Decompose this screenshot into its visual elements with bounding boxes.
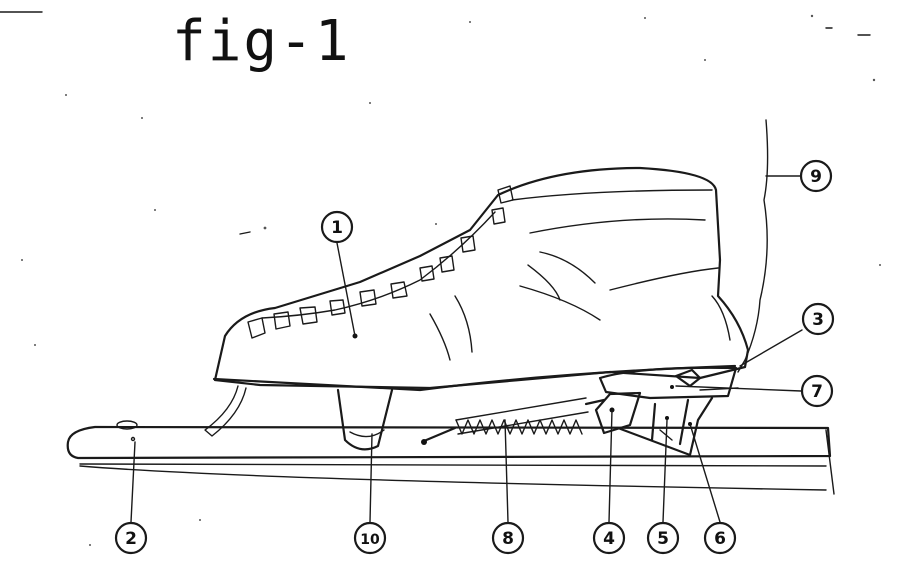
- callout-8: 8: [491, 521, 525, 555]
- callout-8-label: 8: [502, 529, 514, 549]
- hinge-mechanism: [594, 366, 739, 457]
- leader-lines: [130, 175, 803, 523]
- callout-10: 10: [353, 521, 387, 555]
- callout-2-label: 2: [125, 529, 137, 549]
- callout-1-label: 1: [331, 218, 343, 238]
- callout-3: 3: [801, 302, 835, 336]
- tension-spring: [421, 397, 606, 445]
- callout-4-label: 4: [603, 529, 615, 549]
- callout-9: 9: [799, 159, 833, 193]
- skate-blade: [66, 420, 835, 495]
- callout-1: 1: [320, 210, 354, 244]
- callout-2: 2: [114, 521, 148, 555]
- toe-strap: [204, 385, 247, 437]
- callout-7: 7: [800, 374, 834, 408]
- control-cable: [737, 119, 769, 373]
- callout-7-label: 7: [811, 382, 823, 402]
- callout-6-label: 6: [714, 529, 726, 549]
- callout-4: 4: [592, 521, 626, 555]
- figure-title: fig-1: [172, 9, 351, 74]
- callout-6: 6: [703, 521, 737, 555]
- callout-5-label: 5: [657, 529, 669, 549]
- front-mount: [336, 388, 394, 451]
- callout-5: 5: [646, 521, 680, 555]
- callout-9-label: 9: [810, 167, 822, 187]
- skate-boot: [212, 166, 750, 392]
- scan-noise: [21, 14, 881, 546]
- callout-3-label: 3: [812, 310, 824, 330]
- callout-10-label: 10: [360, 532, 380, 548]
